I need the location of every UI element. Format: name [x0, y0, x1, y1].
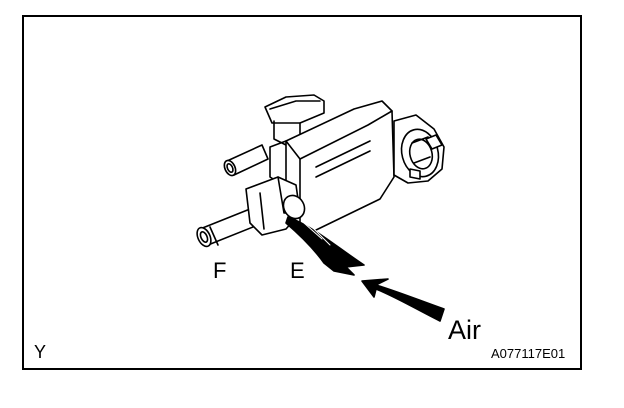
air-label: Air [448, 315, 481, 345]
upper-nipple [223, 144, 269, 177]
diagram-frame: F E Air Y A077117E01 [22, 15, 582, 370]
figure-code: A077117E01 [491, 346, 566, 361]
vsv-illustration [196, 94, 445, 322]
air-flow-arrow [361, 278, 445, 322]
electrical-connector [393, 114, 445, 184]
port-f-label: F [213, 258, 227, 283]
port-e-label: E [290, 258, 305, 283]
port-e-hose [282, 194, 365, 276]
corner-label-y: Y [34, 342, 47, 362]
